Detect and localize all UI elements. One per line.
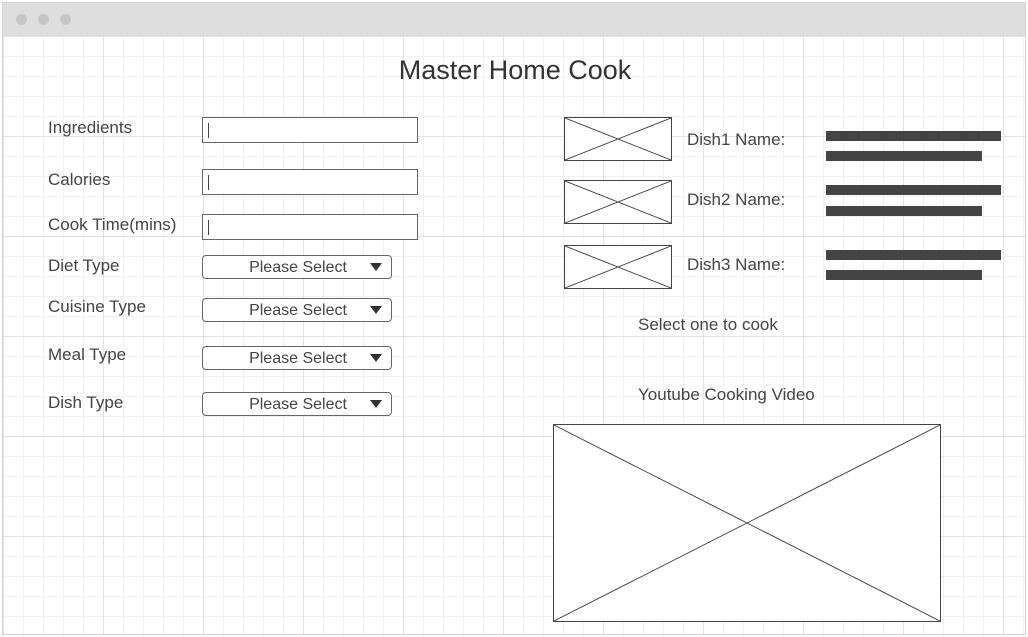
dish-type-select-value: Please Select: [249, 396, 347, 413]
diet-type-select[interactable]: Please Select: [202, 255, 392, 279]
diet-type-label: Diet Type: [48, 256, 120, 275]
dish2-image[interactable]: [564, 180, 672, 224]
dish3-text-line: [826, 270, 982, 280]
text-caret: [208, 220, 209, 235]
window-titlebar: [3, 3, 1025, 36]
triangle-down-icon: [370, 354, 382, 362]
text-caret: [208, 175, 209, 190]
calories-label: Calories: [48, 170, 111, 189]
calories-input[interactable]: [202, 169, 418, 195]
dish3-text-line: [826, 250, 1001, 260]
dish1-text-line: [826, 131, 1001, 141]
image-placeholder-icon: [565, 181, 671, 223]
close-icon[interactable]: [16, 14, 27, 25]
dish1-image[interactable]: [564, 117, 672, 161]
dish1-name-label: Dish1 Name:: [687, 130, 786, 149]
cuisine-type-label: Cuisine Type: [48, 297, 146, 316]
dish-type-select[interactable]: Please Select: [202, 392, 392, 416]
dish3-image[interactable]: [564, 245, 672, 289]
meal-type-label: Meal Type: [48, 345, 127, 364]
cooking-video-player[interactable]: [553, 424, 941, 622]
diet-type-select-value: Please Select: [249, 259, 347, 276]
dish1-text-line: [826, 151, 982, 161]
text-caret: [208, 123, 209, 138]
cuisine-type-select[interactable]: Please Select: [202, 298, 392, 322]
cuisine-type-select-value: Please Select: [249, 302, 347, 319]
dish2-text-line: [826, 185, 1001, 195]
dish2-text-line: [826, 206, 982, 216]
triangle-down-icon: [370, 306, 382, 314]
maximize-icon[interactable]: [60, 14, 71, 25]
dish2-name-label: Dish2 Name:: [687, 190, 786, 209]
video-label: Youtube Cooking Video: [638, 385, 815, 404]
dish3-name-label: Dish3 Name:: [687, 255, 786, 274]
ingredients-input[interactable]: [202, 117, 418, 143]
image-placeholder-icon: [565, 246, 671, 288]
dish-type-label: Dish Type: [48, 393, 124, 412]
ingredients-label: Ingredients: [48, 118, 133, 137]
image-placeholder-icon: [554, 425, 940, 621]
cook-time-label: Cook Time(mins): [48, 215, 177, 234]
triangle-down-icon: [370, 263, 382, 271]
image-placeholder-icon: [565, 118, 671, 160]
triangle-down-icon: [370, 400, 382, 408]
meal-type-select[interactable]: Please Select: [202, 346, 392, 370]
meal-type-select-value: Please Select: [249, 350, 347, 367]
minimize-icon[interactable]: [38, 14, 49, 25]
page-title: Master Home Cook: [398, 55, 632, 85]
select-prompt: Select one to cook: [638, 315, 778, 334]
cook-time-input[interactable]: [202, 214, 418, 240]
